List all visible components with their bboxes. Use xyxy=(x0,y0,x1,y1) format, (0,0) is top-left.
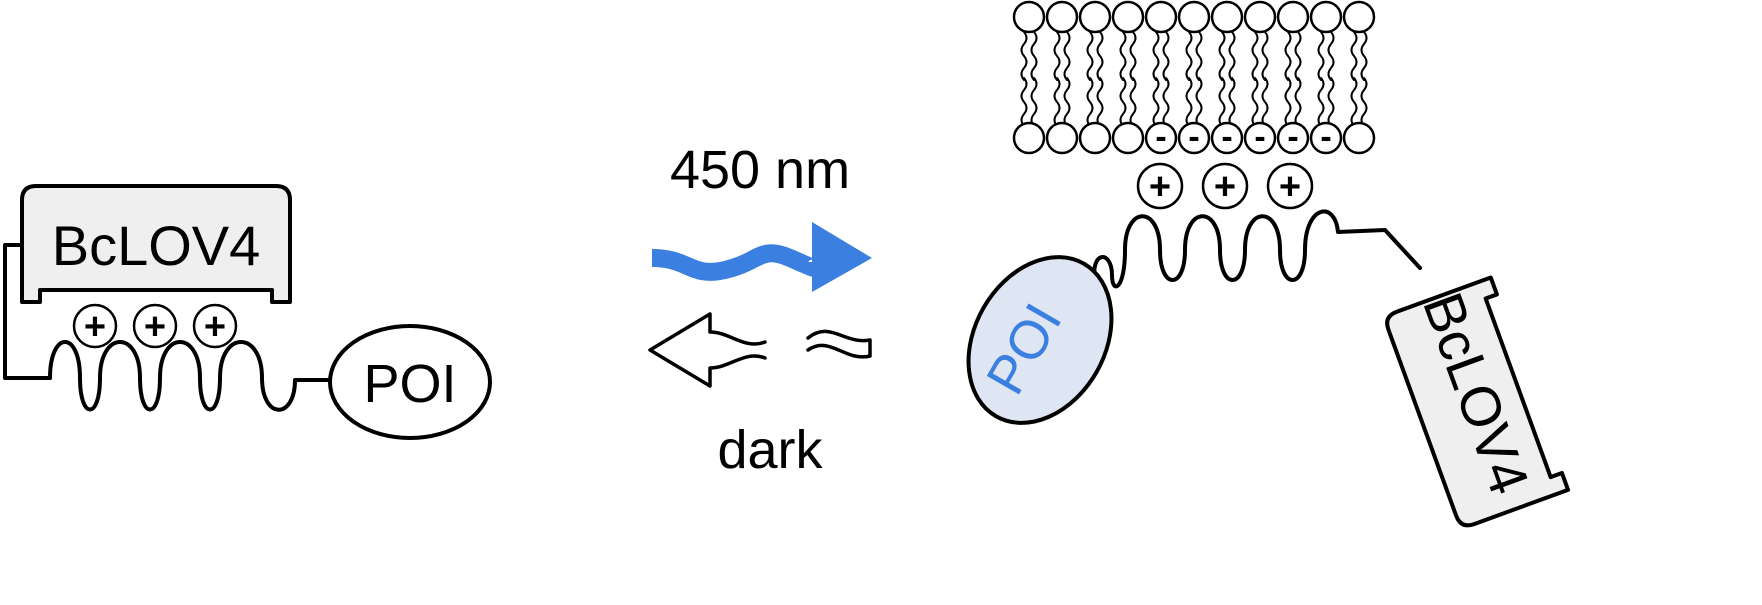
plus-charge: + xyxy=(1214,166,1236,208)
lipid xyxy=(1144,0,1178,155)
lipid xyxy=(1309,0,1343,155)
minus-charge: - xyxy=(1155,118,1166,156)
lipid xyxy=(1243,0,1277,155)
lipid xyxy=(1078,0,1112,155)
minus-charge: - xyxy=(1320,118,1331,156)
plus-charge: + xyxy=(1149,166,1171,208)
dark-tilde-icon xyxy=(806,329,872,359)
lipid xyxy=(1111,0,1145,155)
lipid xyxy=(1177,0,1211,155)
dark-label: dark xyxy=(717,420,823,480)
plus-charge: + xyxy=(204,306,226,348)
lipid-bilayer xyxy=(1012,0,1376,155)
plus-charge: + xyxy=(1279,166,1301,208)
right-plus-charges xyxy=(1136,162,1314,210)
plus-charge: + xyxy=(144,306,166,348)
left-poi-ellipse xyxy=(328,324,492,440)
right-polybasic-wave xyxy=(1092,209,1422,289)
light-arrow-icon xyxy=(651,244,825,281)
plus-charge: + xyxy=(84,306,106,348)
left-bclov4-label: BcLOV4 xyxy=(52,214,261,277)
right-poi-ellipse xyxy=(966,255,1114,425)
minus-charge: - xyxy=(1221,118,1232,156)
left-inactive-construct xyxy=(3,184,492,440)
minus-charge: - xyxy=(1188,118,1199,156)
minus-charge: - xyxy=(1254,118,1265,156)
right-bclov4-box xyxy=(1385,275,1571,528)
lipid xyxy=(1210,0,1244,155)
light-label: 450 nm xyxy=(670,140,850,200)
lipid xyxy=(1276,0,1310,155)
minus-charge: - xyxy=(1287,118,1298,156)
dark-arrow-icon xyxy=(648,312,767,388)
light-arrow-head xyxy=(812,222,872,292)
left-polybasic-wave xyxy=(48,340,332,412)
lipid xyxy=(1045,0,1079,155)
left-bclov4-box xyxy=(20,184,292,304)
left-linker-line xyxy=(3,243,52,380)
left-poi-label: POI xyxy=(363,354,456,414)
lipid xyxy=(1342,0,1376,155)
right-active-construct xyxy=(966,162,1571,528)
left-plus-charges xyxy=(72,303,238,349)
lipid xyxy=(1012,0,1046,155)
